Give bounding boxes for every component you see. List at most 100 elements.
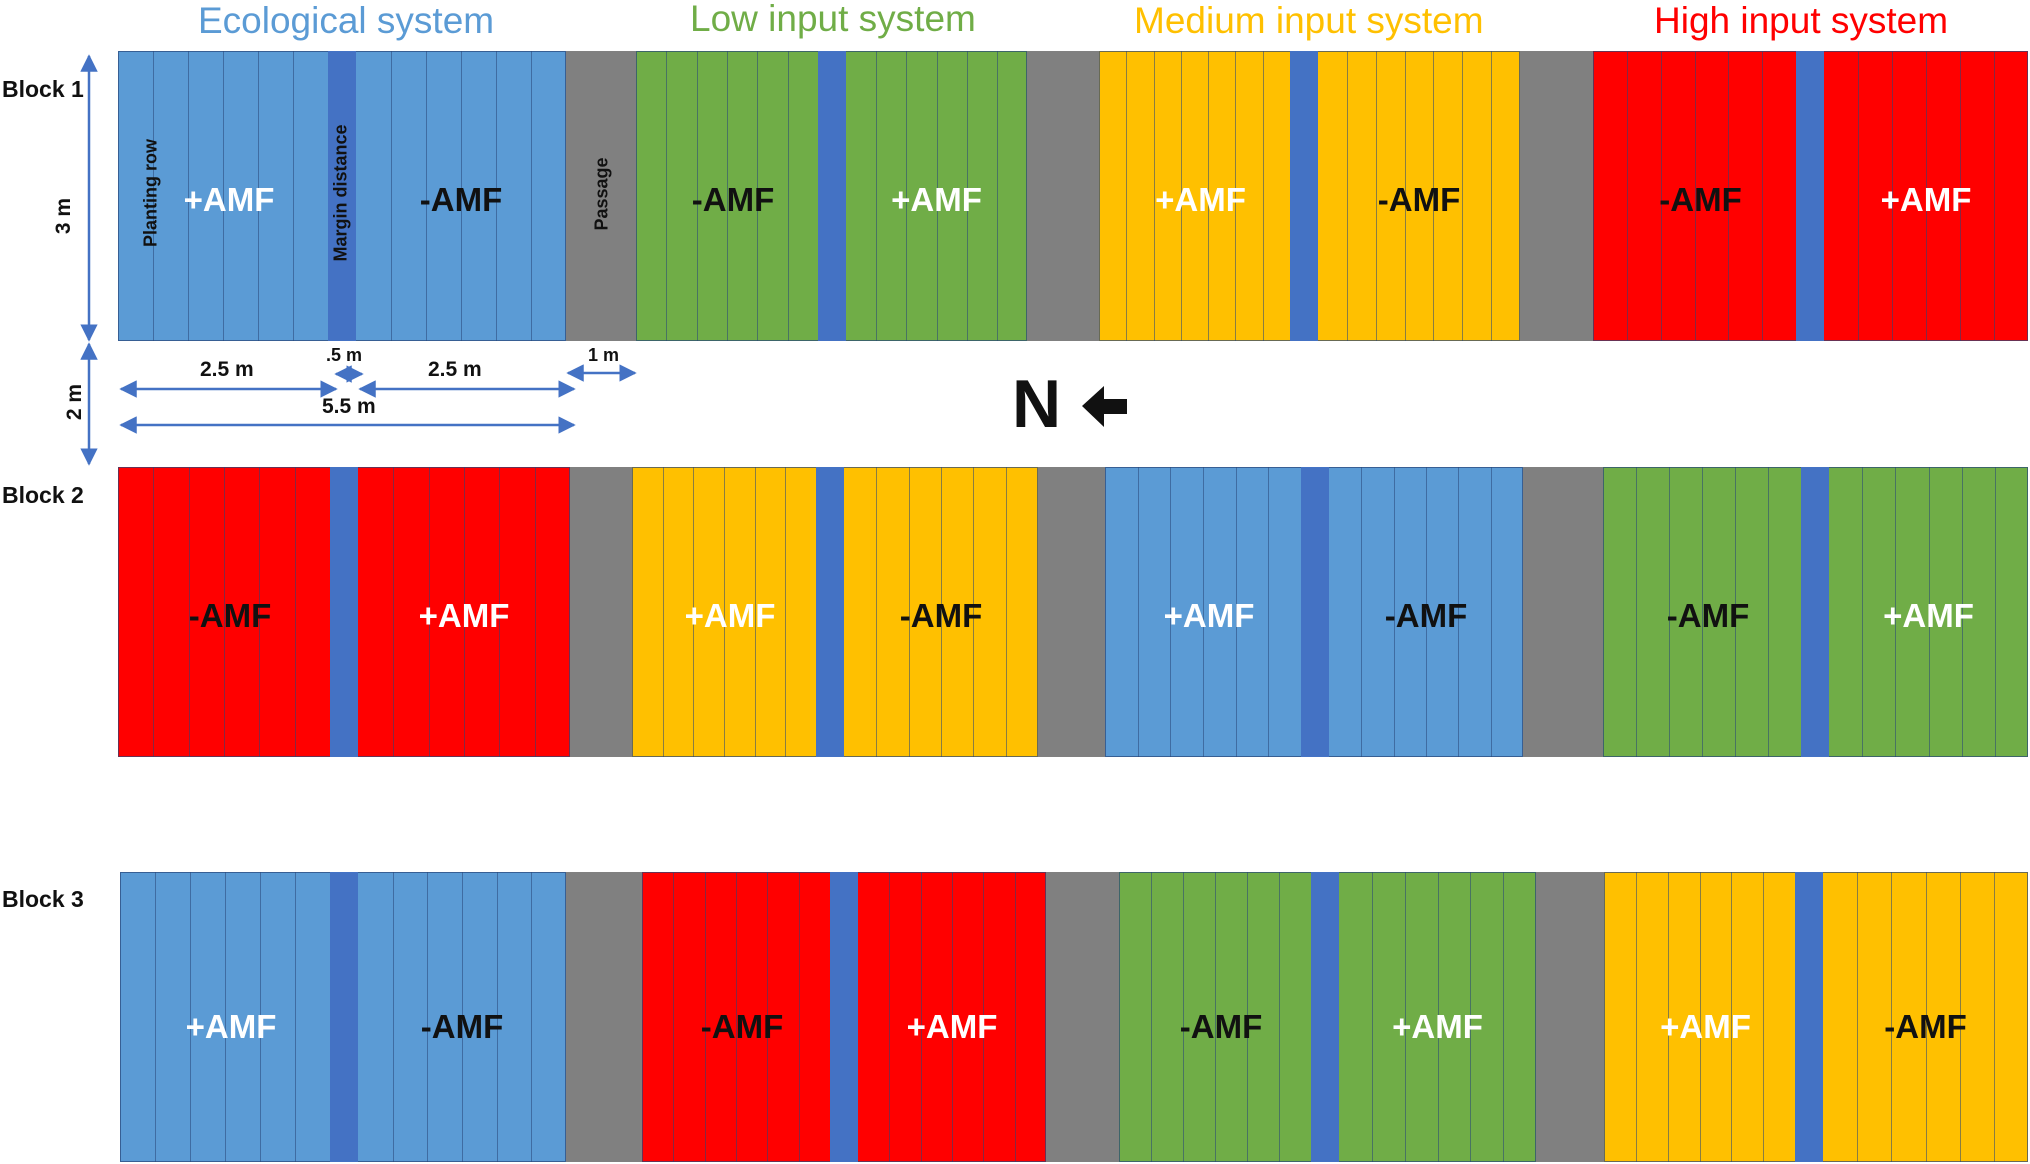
planting-row-line (767, 872, 769, 1162)
planting-row-line (391, 51, 392, 341)
passage-width-label: 1 m (588, 345, 620, 365)
planting-row-line (996, 51, 998, 341)
planting-row-line (1437, 872, 1439, 1162)
planting-row-line (496, 872, 498, 1162)
planting-row-line (1458, 467, 1460, 757)
planting-row-line (428, 467, 430, 757)
planting-row-line (1491, 51, 1493, 341)
planting-row-line (1699, 872, 1701, 1162)
planting-row-line (427, 872, 429, 1162)
amf-label-right: +AMF (1392, 1008, 1483, 1045)
planting-row-line (693, 467, 695, 757)
planting-row-line (1768, 467, 1769, 757)
planting-row-line (754, 467, 756, 757)
planting-row-line (1235, 51, 1237, 341)
planting-row-line (534, 467, 536, 757)
planting-row-line (941, 467, 942, 757)
north-letter: N (1012, 366, 1062, 442)
amf-label-left: -AMF (700, 1008, 784, 1045)
planting-row-line (1660, 51, 1662, 341)
planting-row-line (1393, 467, 1395, 757)
subplot-left-label: 2.5 m (200, 358, 254, 381)
planting-row-line (1235, 467, 1237, 757)
planting-row-line (1728, 51, 1730, 341)
planting-row-line (798, 872, 800, 1162)
planting-row-line (295, 872, 296, 1162)
passage-strip (1523, 467, 1603, 757)
planting-row-line (464, 467, 465, 757)
planting-row-line (736, 872, 737, 1162)
block-label-3: Block 3 (2, 886, 84, 912)
planting-row-line (1183, 872, 1184, 1162)
planting-row-line (1151, 872, 1152, 1162)
block-label-2: Block 2 (2, 482, 84, 508)
planting-row-line (1858, 51, 1859, 341)
planting-row-line (1926, 51, 1927, 341)
planting-row-line (785, 467, 787, 757)
planting-row-line (1404, 872, 1406, 1162)
planting-row-line (393, 467, 395, 757)
amf-label-left: +AMF (684, 597, 776, 634)
amf-label-right: -AMF (420, 1008, 504, 1045)
planting-row-line (1268, 467, 1270, 757)
amf-label-right: +AMF (418, 597, 510, 634)
planting-row-line (1669, 467, 1670, 757)
title-ecological-system: Ecological system (198, 0, 495, 41)
planting-row-line (876, 51, 878, 341)
margin-strip (1796, 51, 1824, 341)
planting-row-line (1153, 51, 1155, 341)
amf-label-right: +AMF (891, 181, 982, 218)
planting-row-line (1762, 51, 1764, 341)
amf-label-right: +AMF (1883, 597, 1974, 634)
passage-strip (570, 467, 632, 757)
planting-row-line (757, 51, 759, 341)
planting-row-line (1247, 872, 1248, 1162)
planting-row-line (1862, 467, 1864, 757)
planting-row-line (188, 467, 190, 757)
block-2-field: -AMF+AMF+AMF-AMF+AMF-AMF-AMF+AMF (118, 467, 2028, 757)
planting-row-line (983, 872, 985, 1162)
planting-row-line (787, 51, 789, 341)
block-1-field: +AMF-AMF-AMF+AMF+AMF-AMF-AMF+AMF (118, 51, 2028, 341)
margin-label: .5 m (326, 345, 363, 365)
planting-row-line (952, 872, 953, 1162)
margin-strip (330, 467, 358, 757)
planting-row-line (876, 467, 878, 757)
planting-row-line (1404, 51, 1406, 341)
planting-row-line (704, 872, 706, 1162)
planting-row-line (906, 51, 908, 341)
amf-label-right: +AMF (1880, 181, 1972, 218)
planting-row-line (1731, 872, 1733, 1162)
planting-row-line (1279, 872, 1280, 1162)
planting-row-line (908, 467, 910, 757)
planting-row-line (1180, 51, 1182, 341)
margin-strip (1301, 467, 1329, 757)
planting-row-line (496, 51, 497, 341)
amf-label-right: -AMF (1377, 181, 1461, 218)
planting-row-line (1626, 51, 1628, 341)
amf-label-left: -AMF (188, 597, 272, 634)
planting-row-line (1462, 51, 1464, 341)
planting-row-line (259, 467, 261, 757)
planting-row-line (1503, 872, 1505, 1162)
planting-row-line (936, 51, 938, 341)
planting-row-line (258, 51, 259, 341)
planting-row-line (1928, 467, 1930, 757)
passage-strip (566, 51, 636, 341)
margin-strip (830, 872, 858, 1162)
planting-row-line (1208, 51, 1210, 341)
margin-strip (1311, 872, 1339, 1162)
amf-label-right: +AMF (906, 1008, 998, 1045)
title-low-input-system: Low input system (690, 0, 976, 39)
amf-label-left: -AMF (1659, 181, 1742, 218)
margin-strip (330, 872, 358, 1162)
subplot-right-label: 2.5 m (428, 358, 482, 381)
passage-strip (566, 872, 642, 1162)
planting-row-line (1470, 872, 1472, 1162)
planting-row-line (1005, 467, 1007, 757)
planting-row-line (461, 51, 462, 341)
planting-row-line (966, 51, 968, 341)
amf-label-left: -AMF (691, 181, 775, 218)
planting-row-line (1215, 872, 1216, 1162)
